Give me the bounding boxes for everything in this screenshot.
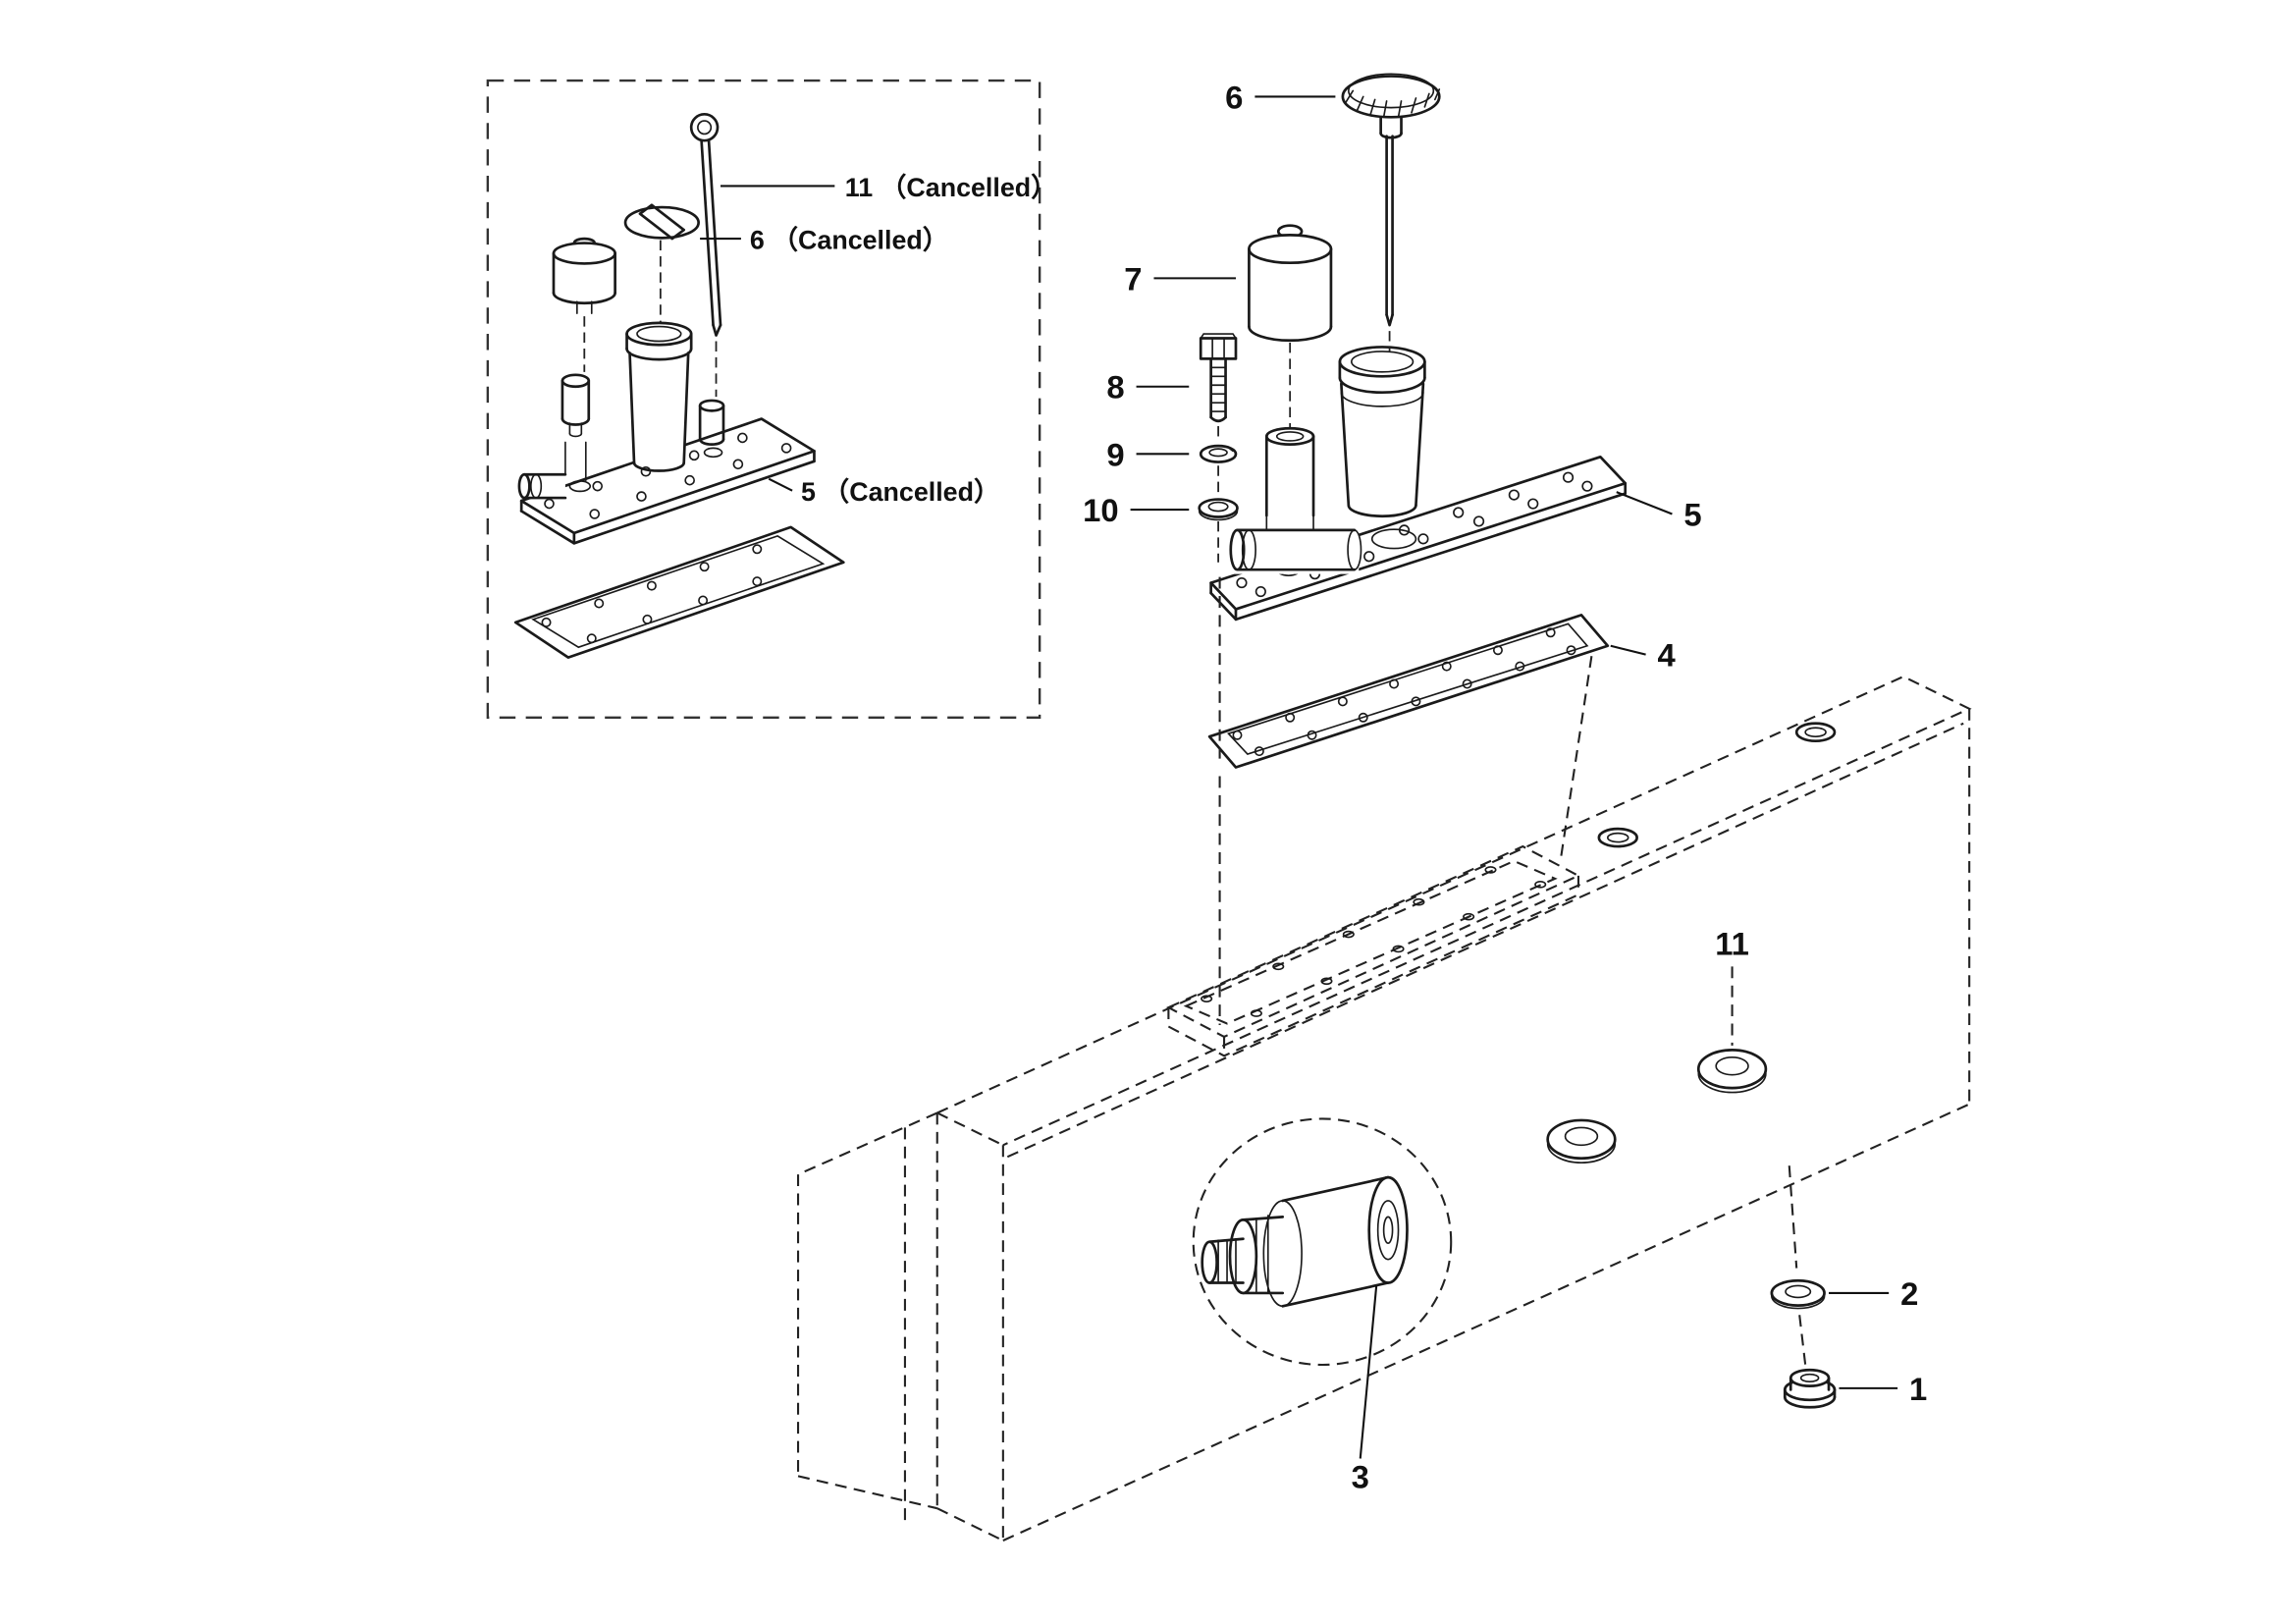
breather <box>1248 224 1333 517</box>
filler-cap-cancelled <box>623 203 700 323</box>
callout-5: 5 <box>1683 496 1701 532</box>
leader-5 <box>1616 491 1673 515</box>
callout-11: 11 <box>1715 925 1749 961</box>
callout-9: 9 <box>1106 436 1124 472</box>
filler-cap <box>1341 73 1441 352</box>
callout-11-cancelled: 11 （Cancelled） <box>845 173 1057 202</box>
top-face-hole-mid <box>1597 827 1638 848</box>
main-assembly: 6 7 8 9 10 5 4 <box>1083 73 1702 1026</box>
gasket <box>1207 614 1610 769</box>
dipstick-tube-cancelled <box>698 399 725 446</box>
gasket-cancelled <box>513 525 845 659</box>
callout-5-cancelled: 5 （Cancelled） <box>801 477 1000 507</box>
elbow-pipe <box>1229 514 1362 574</box>
washer-2 <box>1770 1278 1826 1310</box>
filler-neck-cancelled <box>625 321 693 472</box>
bolt <box>1199 333 1238 443</box>
spring-washer <box>1199 444 1238 497</box>
elbow-fitting-cancelled <box>517 441 587 500</box>
flat-washer <box>1198 498 1239 563</box>
dipstick-cancelled <box>689 112 722 398</box>
callout-6: 6 <box>1225 79 1243 115</box>
filler-neck <box>1338 346 1426 518</box>
leader-5-cancelled <box>768 477 793 492</box>
callout-7: 7 <box>1124 260 1142 297</box>
leader-3 <box>1359 1285 1378 1459</box>
tank-parts: 11 2 1 3 <box>1201 925 1927 1494</box>
grommet-b <box>1546 1118 1617 1164</box>
sender-detail-circle <box>1192 1117 1453 1367</box>
cover-mount-platform <box>1166 844 1581 1057</box>
breather-cap-cancelled <box>552 237 616 438</box>
callout-6-cancelled: 6 （Cancelled） <box>750 226 949 255</box>
callout-8: 8 <box>1106 369 1124 406</box>
fuel-sender-unit <box>1201 1168 1409 1316</box>
plug-1 <box>1783 1368 1837 1409</box>
grommet-11 <box>1696 1049 1768 1094</box>
cancelled-parts-box: 11 （Cancelled） 6 （Cancelled） 5 （Cancelle… <box>486 79 1057 719</box>
projection-line-drain <box>1788 1165 1807 1366</box>
cancelled-box-border <box>486 79 1041 719</box>
leader-4 <box>1610 644 1646 656</box>
callout-1: 1 <box>1909 1371 1927 1407</box>
callout-2: 2 <box>1900 1275 1918 1312</box>
callout-10: 10 <box>1083 492 1118 528</box>
tank-body <box>797 675 1972 1542</box>
cover-plate-cancelled <box>519 417 816 545</box>
projection-line-right <box>1560 656 1593 859</box>
top-face-hole-right <box>1794 722 1837 743</box>
callout-3: 3 <box>1352 1458 1369 1494</box>
callout-4: 4 <box>1658 637 1677 674</box>
